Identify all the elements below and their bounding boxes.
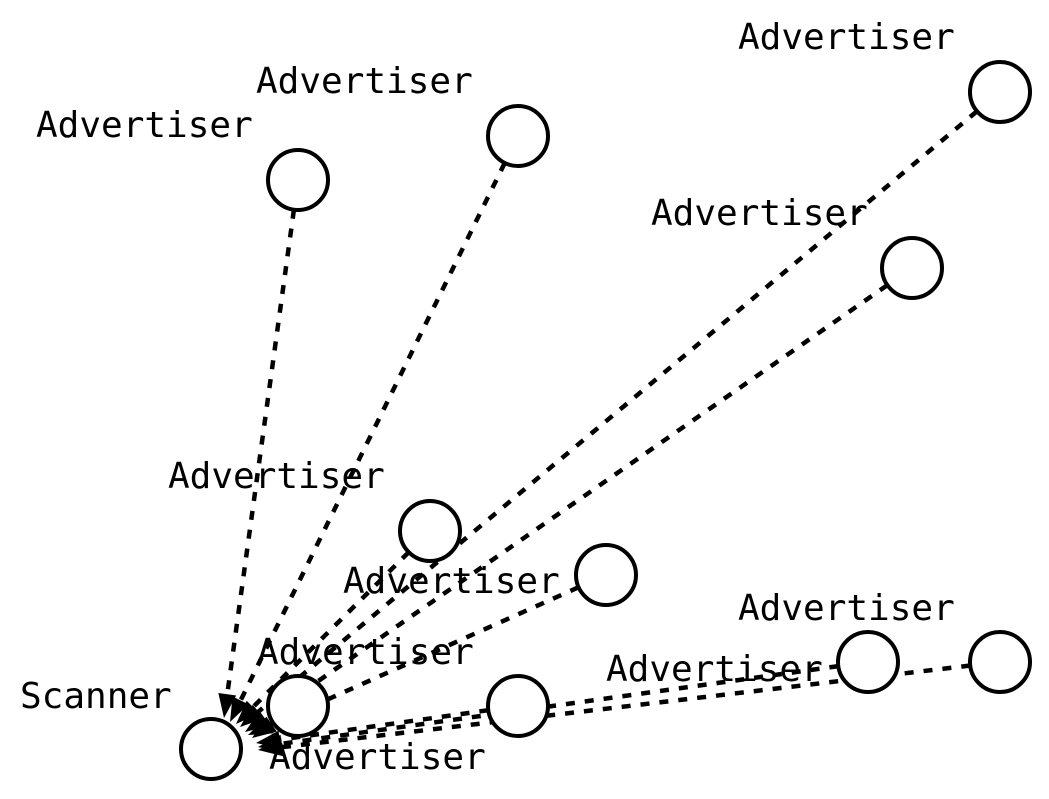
arrowhead-7 [252, 716, 277, 738]
advertiser-label-10: Advertiser [606, 649, 823, 690]
advertiser-node-5 [398, 499, 462, 563]
edge-advertiser-4-to-scanner [255, 283, 889, 726]
advertiser-label-6: Advertiser [343, 561, 560, 602]
advertiser-label-7: Advertiser [257, 632, 474, 673]
advertiser-label-2: Advertiser [256, 61, 473, 102]
advertiser-label-9: Advertiser [738, 588, 955, 629]
arrowhead-10 [258, 738, 283, 757]
advertiser-node-8 [486, 674, 550, 738]
advertiser-node-7 [266, 674, 330, 738]
edge-advertiser-2-to-scanner [234, 161, 507, 711]
nodes [179, 60, 1032, 781]
edge-advertiser-9-to-scanner [271, 663, 839, 748]
advertiser-label-1: Advertiser [36, 105, 253, 146]
advertiser-label-4: Advertiser [651, 193, 868, 234]
edge-advertiser-3-to-scanner [249, 109, 979, 720]
advertiser-node-6 [574, 543, 638, 607]
advertiser-node-10 [968, 630, 1032, 694]
advertiser-label-3: Advertiser [738, 17, 955, 58]
advertiser-node-2 [486, 104, 550, 168]
arrowheads [218, 692, 284, 757]
arrowhead-2 [230, 696, 249, 722]
edge-advertiser-1-to-scanner [223, 209, 297, 705]
advertiser-label-5: Advertiser [168, 456, 385, 497]
labels: AdvertiserAdvertiserAdvertiserAdvertiser… [20, 17, 955, 778]
advertiser-node-3 [968, 60, 1032, 124]
scanner-label: Scanner [20, 676, 172, 717]
arrowhead-5 [236, 700, 260, 724]
arrowhead-1 [218, 692, 237, 718]
advertiser-node-4 [880, 236, 944, 300]
advertiser-node-1 [266, 148, 330, 212]
advertiser-node-9 [836, 630, 900, 694]
scanner-node [179, 717, 243, 781]
advertiser-label-8: Advertiser [269, 737, 486, 778]
